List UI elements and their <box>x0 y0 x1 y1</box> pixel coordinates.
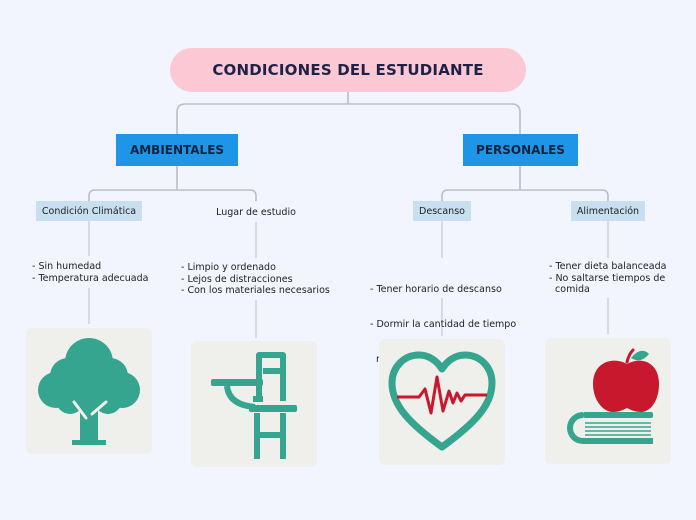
note-line: - Dormir la cantidad de tiempo <box>370 318 517 330</box>
note-line: - Temperatura adecuada <box>32 272 149 284</box>
subtopic-condicion-climatica[interactable]: Condición Climática <box>36 201 142 221</box>
note-line: - Lejos de distracciones <box>181 273 293 285</box>
notes-alimentacion[interactable]: - Tener dieta balanceada - No saltarse t… <box>549 261 666 296</box>
subtopic-alimentacion[interactable]: Alimentación <box>571 201 645 221</box>
subtopic-label: Condición Climática <box>41 205 137 217</box>
root-title: CONDICIONES DEL ESTUDIANTE <box>212 61 484 79</box>
image-card-lugar <box>191 341 317 467</box>
notes-lugar-de-estudio[interactable]: - Limpio y ordenado - Lejos de distracci… <box>181 262 330 297</box>
subtopic-descanso[interactable]: Descanso <box>413 201 471 221</box>
branch-ambientales[interactable]: AMBIENTALES <box>116 134 238 166</box>
branch-personales[interactable]: PERSONALES <box>463 134 578 166</box>
tree-icon <box>38 338 140 445</box>
note-line: - Tener horario de descanso <box>370 284 502 296</box>
subtopic-label: Descanso <box>419 205 465 217</box>
heartbeat-icon <box>388 351 496 451</box>
image-card-descanso <box>379 339 505 465</box>
image-card-clima <box>26 328 152 454</box>
notes-condicion-climatica[interactable]: - Sin humedad - Temperatura adecuada <box>32 261 148 284</box>
image-card-alimentacion <box>545 338 671 464</box>
note-line: - Sin humedad <box>32 261 102 272</box>
note-line: - Tener dieta balanceada <box>549 261 667 272</box>
branch-personales-label: PERSONALES <box>476 143 565 157</box>
note-line: - No saltarse tiempos de <box>549 272 666 284</box>
school-desk-icon <box>211 352 297 459</box>
subtopic-label: Lugar de estudio <box>216 206 296 218</box>
subtopic-label: Alimentación <box>576 205 640 217</box>
note-line: - Limpio y ordenado <box>181 262 276 273</box>
subtopic-lugar-de-estudio[interactable]: Lugar de estudio <box>208 202 304 222</box>
note-line: - Con los materiales necesarios <box>181 285 330 297</box>
root-topic[interactable]: CONDICIONES DEL ESTUDIANTE <box>170 48 526 92</box>
branch-ambientales-label: AMBIENTALES <box>129 143 225 157</box>
apple-on-book-icon <box>567 348 659 444</box>
note-line: comida <box>549 284 590 296</box>
